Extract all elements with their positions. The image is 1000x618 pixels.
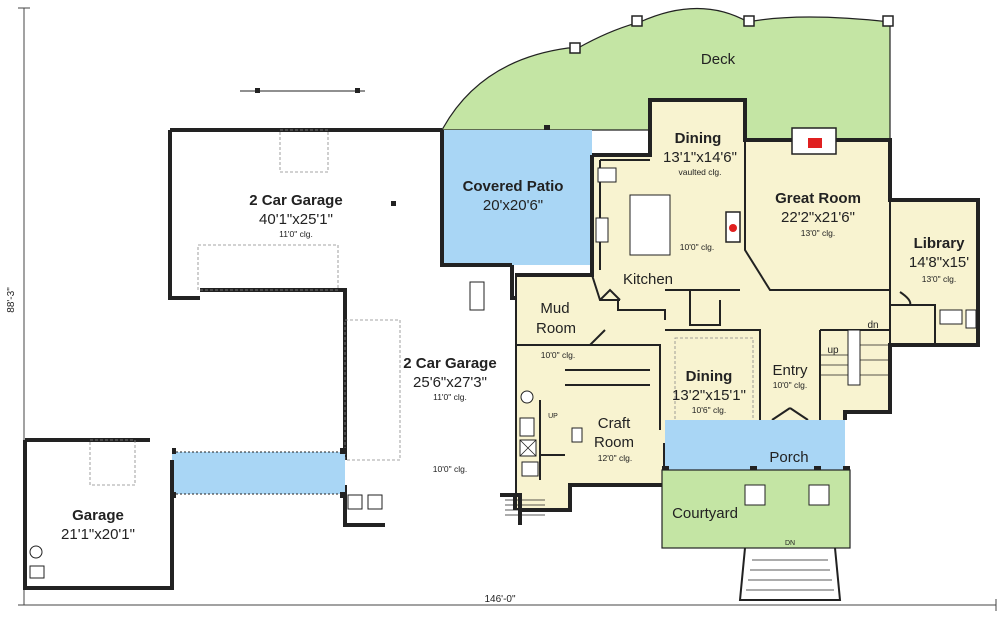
covered-patio: Covered Patio 20'x20'6" (440, 130, 592, 267)
garage-top: 2 Car Garage 40'1"x25'1" 11'0" clg. (168, 128, 442, 300)
dining-top-name: Dining (675, 130, 722, 147)
entry-clg: 10'0" clg. (773, 380, 807, 390)
garage-mid-clg2: 10'0" clg. (433, 464, 467, 474)
kitchen-name: Kitchen (623, 271, 673, 288)
mud-room-name-1: Mud (540, 300, 569, 317)
courtyard: Courtyard DN (661, 469, 851, 601)
porch: Porch (662, 420, 850, 473)
courtyard-label: Courtyard (672, 505, 738, 522)
great-room-name: Great Room (775, 190, 861, 207)
stair-dn-label: dn (867, 320, 878, 331)
garage-top-dims: 40'1"x25'1" (259, 211, 333, 228)
library-name: Library (914, 235, 966, 252)
garage-left-name: Garage (72, 507, 124, 524)
craft-room-clg: 12'0" clg. (598, 453, 632, 463)
porch-label: Porch (769, 449, 808, 466)
room-labels: Dining 13'1"x14'6" vaulted clg. Great Ro… (536, 130, 969, 463)
covered-patio-name: Covered Patio (463, 178, 564, 195)
craft-room-name-1: Craft (598, 415, 631, 432)
library-dims: 14'8"x15' (909, 254, 969, 271)
dining-bottom-name: Dining (686, 368, 733, 385)
garage-mid-name: 2 Car Garage (403, 355, 496, 372)
garage-mid: 2 Car Garage 25'6"x27'3" 11'0" clg. 10'0… (343, 265, 545, 527)
garage-top-name: 2 Car Garage (249, 192, 342, 209)
dining-bottom-dims: 13'2"x15'1" (672, 387, 746, 404)
mud-room-name-2: Room (536, 320, 576, 337)
garage-left: Garage 21'1"x20'1" (23, 438, 174, 590)
beam-line (240, 88, 365, 93)
overall-depth-label: 88'-3" (6, 287, 17, 313)
craft-room-name-2: Room (594, 434, 634, 451)
courtyard-dn-label: DN (785, 540, 795, 547)
great-room-clg: 13'0" clg. (801, 228, 835, 238)
house-interior (513, 98, 980, 512)
great-room-dims: 22'2"x21'6" (781, 209, 855, 226)
garage-stair-up-label: UP (548, 413, 558, 420)
garage-mid-dims: 25'6"x27'3" (413, 374, 487, 391)
deck-label: Deck (701, 51, 736, 68)
stair-up-label: up (827, 345, 839, 356)
garage-top-clg: 11'0" clg. (279, 229, 313, 239)
overall-width-label: 146'-0" (484, 594, 515, 605)
garage-mid-clg: 11'0" clg. (433, 392, 467, 402)
dining-top-clg: vaulted clg. (679, 167, 722, 177)
library-clg: 13'0" clg. (922, 274, 956, 284)
dining-bottom-clg: 10'6" clg. (692, 405, 726, 415)
deck-area: Deck (440, 8, 894, 141)
entry-name: Entry (772, 362, 808, 379)
covered-patio-dims: 20'x20'6" (483, 197, 543, 214)
garage-left-dims: 21'1"x20'1" (61, 526, 135, 543)
mud-room-clg: 10'0" clg. (541, 350, 575, 360)
kitchen-clg: 10'0" clg. (680, 242, 714, 252)
breezeway (170, 448, 346, 498)
dining-top-dims: 13'1"x14'6" (663, 149, 737, 166)
